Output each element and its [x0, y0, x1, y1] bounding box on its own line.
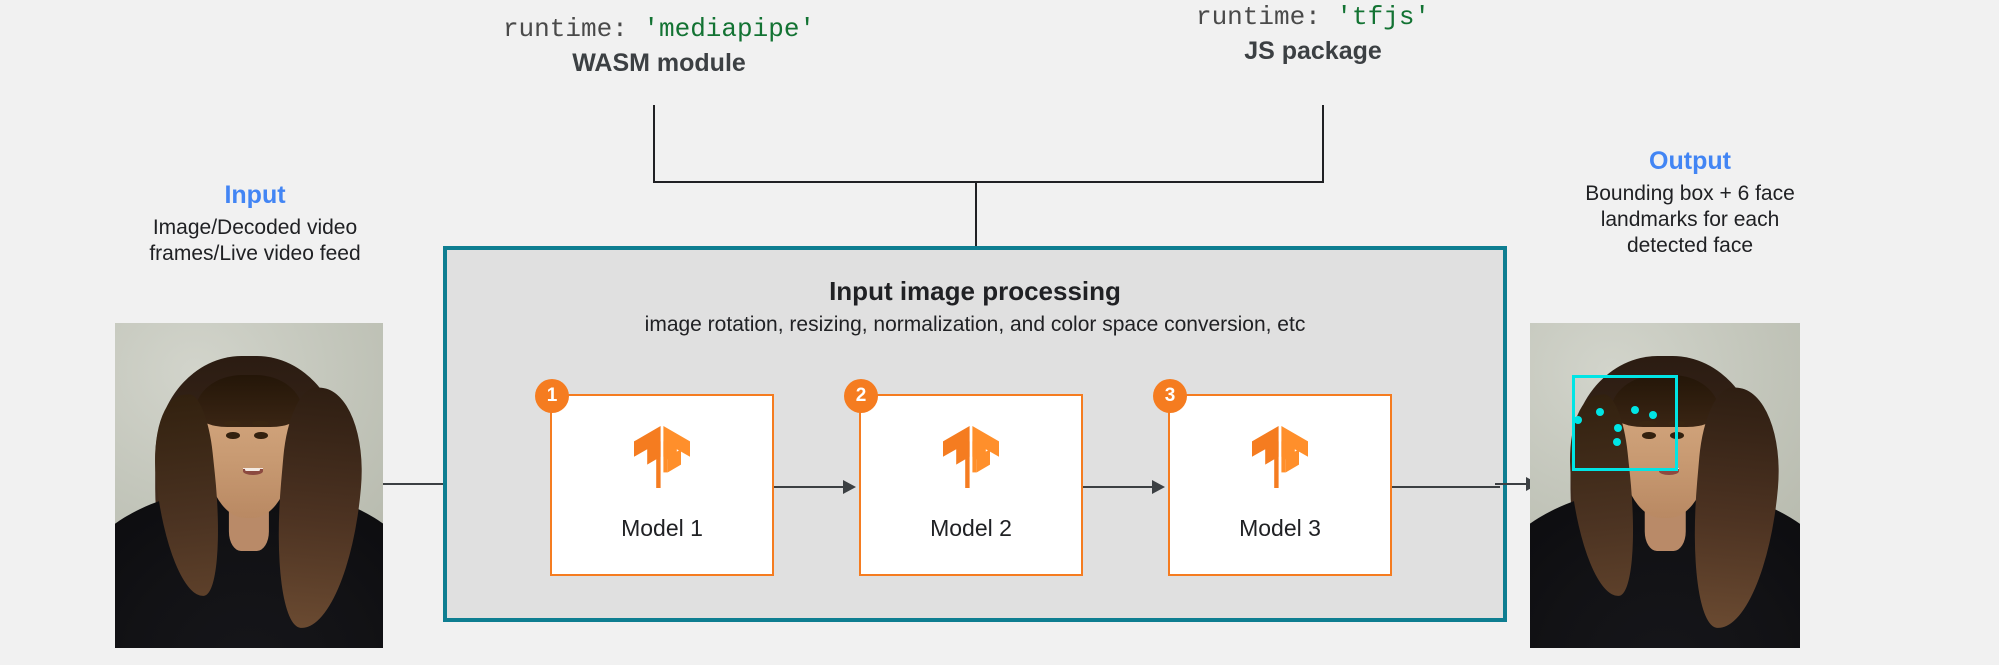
mouth	[242, 467, 263, 476]
processing-title: Input image processing	[829, 276, 1121, 306]
runtime-subtitle-wasm: WASM module	[572, 49, 746, 77]
input-title: Input	[224, 181, 286, 209]
runtime-value: 'mediapipe'	[643, 14, 816, 44]
tensorflow-logo-icon	[1252, 426, 1308, 493]
connector-horizontal	[653, 181, 1324, 183]
face-landmark-dot-eye-left	[1596, 408, 1604, 416]
face-landmark-dot-ear-right	[1649, 411, 1657, 419]
model-label-3: Model 3	[1239, 515, 1321, 541]
runtime-code-tfjs: runtime: 'tfjs'	[1148, 4, 1478, 30]
runtime-subtitle-js: JS package	[1244, 37, 1382, 65]
arrow-model3-to-output-line	[1392, 486, 1500, 488]
eye-left	[1642, 431, 1657, 440]
input-label-block: Input Image/Decoded video frames/Live vi…	[110, 181, 400, 267]
arrow-model1-to-model2-head	[843, 480, 856, 494]
input-description: Image/Decoded video frames/Live video fe…	[149, 215, 361, 265]
connector-vertical-drop	[975, 181, 977, 247]
eyebrow-right	[251, 421, 270, 427]
tensorflow-logo-icon	[943, 426, 999, 493]
input-photo	[115, 323, 383, 648]
eye-right	[254, 431, 269, 440]
face-bounding-box	[1572, 375, 1678, 471]
arrow-model2-to-model3-line	[1083, 486, 1155, 488]
arrow-processing-to-output-line	[1495, 483, 1530, 485]
model-badge-3: 3	[1153, 379, 1187, 413]
face-landmark-dot-nose	[1614, 424, 1622, 432]
hair-top	[195, 375, 303, 427]
connector-vertical-right	[1322, 105, 1324, 183]
hair-top	[1611, 375, 1719, 427]
output-photo	[1530, 323, 1800, 648]
runtime-value: 'tfjs'	[1336, 2, 1431, 32]
model-box-1[interactable]: 1 Model 1	[535, 379, 774, 576]
model-box-3[interactable]: 3 Model 3	[1153, 379, 1392, 576]
output-description: Bounding box + 6 face landmarks for each…	[1585, 181, 1795, 258]
output-title: Output	[1649, 147, 1731, 175]
arrow-model2-to-model3-head	[1152, 480, 1165, 494]
output-label-block: Output Bounding box + 6 face landmarks f…	[1540, 147, 1840, 259]
runtime-label-tfjs: runtime: 'tfjs' JS package	[1148, 4, 1478, 64]
connector-vertical-left	[653, 105, 655, 183]
teeth	[245, 467, 261, 472]
runtime-key: runtime:	[502, 14, 628, 44]
runtime-code-mediapipe: runtime: 'mediapipe'	[494, 16, 824, 42]
tensorflow-logo-icon	[634, 426, 690, 493]
model-badge-1: 1	[535, 379, 569, 413]
model-badge-2: 2	[844, 379, 878, 413]
mouth	[1658, 467, 1679, 476]
face-landmark-dot-eye-right	[1631, 406, 1639, 414]
processing-subtitle: image rotation, resizing, normalization,…	[644, 313, 1306, 336]
model-box-2[interactable]: 2 Model 2	[844, 379, 1083, 576]
arrow-model1-to-model2-line	[774, 486, 846, 488]
eyebrow-left	[1639, 421, 1657, 427]
runtime-key: runtime:	[1195, 2, 1321, 32]
face-landmark-dot-mouth	[1613, 438, 1621, 446]
eye-left	[226, 431, 241, 440]
model-label-1: Model 1	[621, 515, 703, 541]
runtime-label-mediapipe: runtime: 'mediapipe' WASM module	[494, 16, 824, 76]
processing-box: Input image processing image rotation, r…	[443, 246, 1507, 622]
face-landmark-dot-ear-left	[1574, 416, 1582, 424]
eyebrow-left	[223, 421, 241, 427]
model-label-2: Model 2	[930, 515, 1012, 541]
